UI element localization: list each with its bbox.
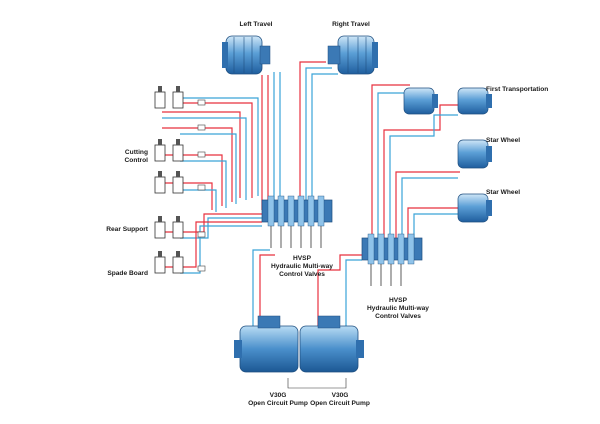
label-hvsp-left-subtitle: Hydraulic Multi-way — [271, 263, 333, 270]
right-travel-motor — [327, 35, 378, 75]
label-hvsp-left-subtitle-2: Control Valves — [279, 271, 325, 278]
label-control: Control — [124, 157, 148, 164]
left-valve-bank — [261, 195, 333, 248]
label-spade-board: Spade Board — [107, 270, 148, 277]
star-wheel-motor-1 — [457, 139, 492, 169]
label-first-transportation: First Transportation — [486, 86, 549, 93]
label-hvsp-left-title: HVSP — [293, 255, 311, 262]
label-star-wheel-1: Star Wheel — [486, 137, 521, 144]
label-left-travel: Left Travel — [239, 21, 273, 28]
label-right-travel: Right Travel — [332, 21, 370, 28]
label-pump-right-type: Open Circuit Pump — [310, 400, 370, 407]
star-wheel-motor-2 — [457, 193, 492, 223]
label-hvsp-right-title: HVSP — [389, 297, 407, 304]
actuator-group-left — [154, 86, 206, 274]
pump-brackets — [287, 378, 347, 389]
left-pump — [234, 315, 299, 373]
label-hvsp-right-subtitle-2: Control Valves — [375, 313, 421, 320]
label-rear-support: Rear Support — [106, 226, 148, 233]
label-pump-left-model: V30G — [269, 392, 287, 399]
left-travel-motor — [222, 35, 271, 75]
label-pump-right-model: V30G — [331, 392, 349, 399]
right-valve-bank — [361, 233, 423, 286]
label-pump-left-type: Open Circuit Pump — [248, 400, 308, 407]
right-pump — [299, 315, 364, 373]
first-transportation-motors — [403, 87, 492, 115]
label-cutting: Cutting — [124, 149, 148, 156]
label-hvsp-right-subtitle: Hydraulic Multi-way — [367, 305, 429, 312]
label-star-wheel-2: Star Wheel — [486, 189, 521, 196]
hose-lines — [162, 61, 462, 340]
